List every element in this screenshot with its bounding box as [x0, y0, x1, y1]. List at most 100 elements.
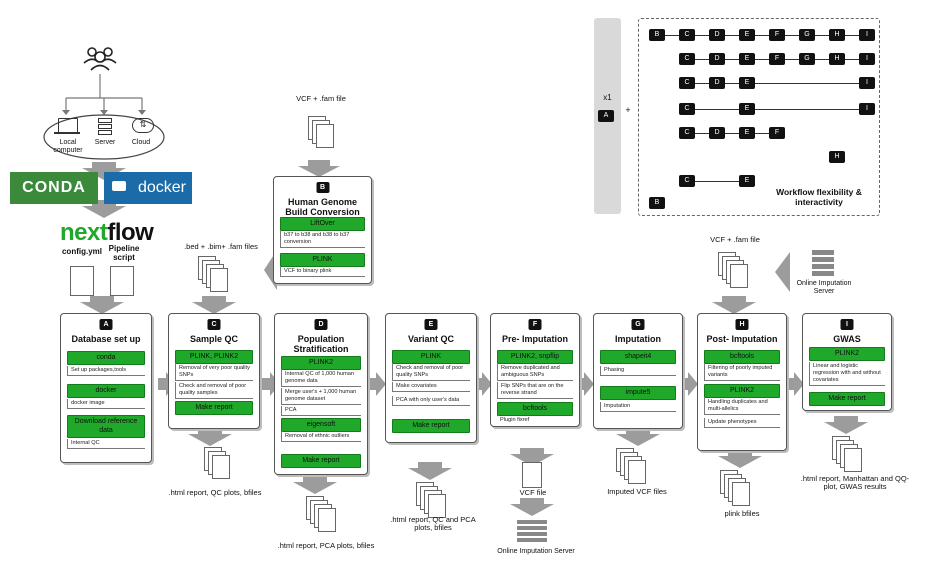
stage-title: Database set up — [71, 334, 141, 344]
computer-label: Server — [94, 139, 116, 146]
step-note: Internal QC — [67, 439, 145, 449]
whale-icon — [112, 181, 126, 191]
stage-output-label: .html report, PCA plots, bfiles — [277, 541, 375, 550]
step-note: Flip SNPs that are on the reverse strand — [497, 382, 573, 399]
tool-badge: PLINK2 — [281, 356, 361, 370]
nextflow-logo-flow: flow — [107, 219, 154, 246]
stage-c-card: C Sample QC PLINK, PLINK2 Removal of ver… — [168, 313, 260, 429]
laptop-icon — [58, 118, 78, 133]
step-note: Internal QC of 1,000 human genome data — [281, 370, 361, 387]
pipeline-label: Pipeline script — [108, 244, 140, 262]
stage-title: Sample QC — [189, 334, 238, 344]
conda-logo: CONDA — [10, 172, 98, 204]
stage-title: Post- Imputation — [706, 334, 778, 344]
step-note: PCA with only user's data — [392, 396, 470, 406]
flex-node: C — [679, 77, 695, 89]
step-note: Make covariates — [392, 382, 470, 392]
step-note: PCA — [281, 406, 361, 416]
tool-badge: bcftools — [704, 350, 780, 364]
stage-i-card: I GWAS PLINK2 Linear and logistic regres… — [802, 313, 892, 411]
tool-badge: PLINK — [280, 253, 365, 267]
tool-badge: Make report — [281, 454, 361, 468]
flex-node: C — [679, 127, 695, 139]
file-icon — [730, 264, 748, 288]
stage-output-label: .html report, QC and PCA plots, bfiles — [390, 515, 476, 532]
stage-output-label: plink bfiles — [724, 509, 760, 518]
flex-node: H — [829, 29, 845, 41]
stage-g-card: G Imputation shapeit4 Phasing impute5 Im… — [593, 313, 683, 429]
flex-caption: Workflow flexibility & interactivity — [776, 187, 862, 207]
step-note: VCF to binary plink — [280, 267, 365, 277]
flex-node: I — [859, 29, 875, 41]
file-icon — [316, 124, 334, 148]
flex-node: I — [859, 103, 875, 115]
tool-badge: Make report — [392, 419, 470, 433]
flex-node: A — [598, 110, 614, 122]
step-note: Linear and logistic regression with and … — [809, 362, 885, 386]
flex-node: D — [709, 53, 725, 65]
step-note: b37 to b38 and b38 to b37 conversion — [280, 231, 365, 248]
stage-title: Pre- Imputation — [501, 334, 568, 344]
stage-d-card: D Population Stratification PLINK2 Inter… — [274, 313, 368, 475]
stage-title: GWAS — [833, 334, 861, 344]
tool-badge: shapeit4 — [600, 350, 676, 364]
file-icon — [628, 460, 646, 484]
docker-logo-text: docker — [137, 179, 186, 196]
step-note: Set up packages,tools — [67, 366, 145, 376]
flex-node: E — [739, 103, 755, 115]
flex-connector-line — [657, 35, 867, 36]
flex-node: E — [739, 77, 755, 89]
flex-connector-line — [687, 181, 747, 182]
file-icon — [428, 494, 446, 518]
stage-e-card: E Variant QC PLINK Check and removal of … — [385, 313, 477, 443]
stage-b-card: B Human Genome Build Conversion LiftOver… — [273, 176, 372, 284]
stage-title: Human Genome Build Conversion — [285, 197, 360, 217]
tool-badge: PLINK2 — [809, 347, 885, 361]
tool-badge: PLINK — [392, 350, 470, 364]
flex-node: I — [859, 77, 875, 89]
step-note: Check and removal of poor quality sample… — [175, 382, 253, 399]
stage-letter: G — [631, 319, 645, 330]
server-stack-icon — [812, 250, 834, 278]
stage-output-label: .html report, Manhattan and QQ-plot, GWA… — [800, 474, 910, 491]
step-note: Removal of ethnic outliers — [281, 432, 361, 442]
flex-node: F — [769, 53, 785, 65]
step-note: Phasing — [600, 366, 676, 376]
cloud-icon: ⇅ — [132, 118, 154, 133]
flex-node: H — [829, 151, 845, 163]
flex-node: G — [799, 53, 815, 65]
step-note: Removal of very poor quality SNPs — [175, 364, 253, 381]
stage-letter: F — [528, 319, 542, 330]
flex-node: H — [829, 53, 845, 65]
tool-badge: Download reference data — [67, 415, 145, 438]
flex-node: G — [799, 29, 815, 41]
server-icon — [98, 118, 112, 135]
tool-badge: PLINK, PLINK2 — [175, 350, 253, 364]
stage-letter: E — [424, 319, 438, 330]
online-server-label: Online Imputation Server — [497, 548, 575, 555]
nextflow-logo: nextflow — [60, 219, 154, 246]
x1-label: x1 — [603, 93, 612, 102]
stage-title: Population Stratification — [293, 334, 349, 354]
tool-badge: LiftOver — [280, 217, 365, 231]
flex-node: C — [679, 29, 695, 41]
computer-label: Cloud — [131, 139, 151, 146]
flex-node: F — [769, 29, 785, 41]
bed-files-label: .bed + .bim+ .fam files — [184, 242, 258, 251]
step-note: Remove duplicated and ambiguous SNPs — [497, 364, 573, 381]
stage-output-label: VCF file — [519, 488, 547, 497]
flex-node: D — [709, 77, 725, 89]
nextflow-logo-next: next — [60, 219, 108, 246]
plus-sign: + — [625, 105, 631, 115]
docker-logo: docker — [104, 172, 192, 204]
laptop-base-icon — [54, 132, 80, 134]
step-note: docker image — [67, 399, 145, 409]
step-note: Handling duplicates and multi-allelics — [704, 398, 780, 415]
stage-letter: D — [314, 319, 328, 330]
step-note: Check and removal of poor quality SNPs — [392, 364, 470, 381]
step-note: Merge user's + 1,000 human genome datase… — [281, 388, 361, 405]
stage-f-card: F Pre- Imputation PLINK2, snpflip Remove… — [490, 313, 580, 427]
stage-letter: C — [207, 319, 221, 330]
stage-letter: B — [316, 182, 329, 193]
